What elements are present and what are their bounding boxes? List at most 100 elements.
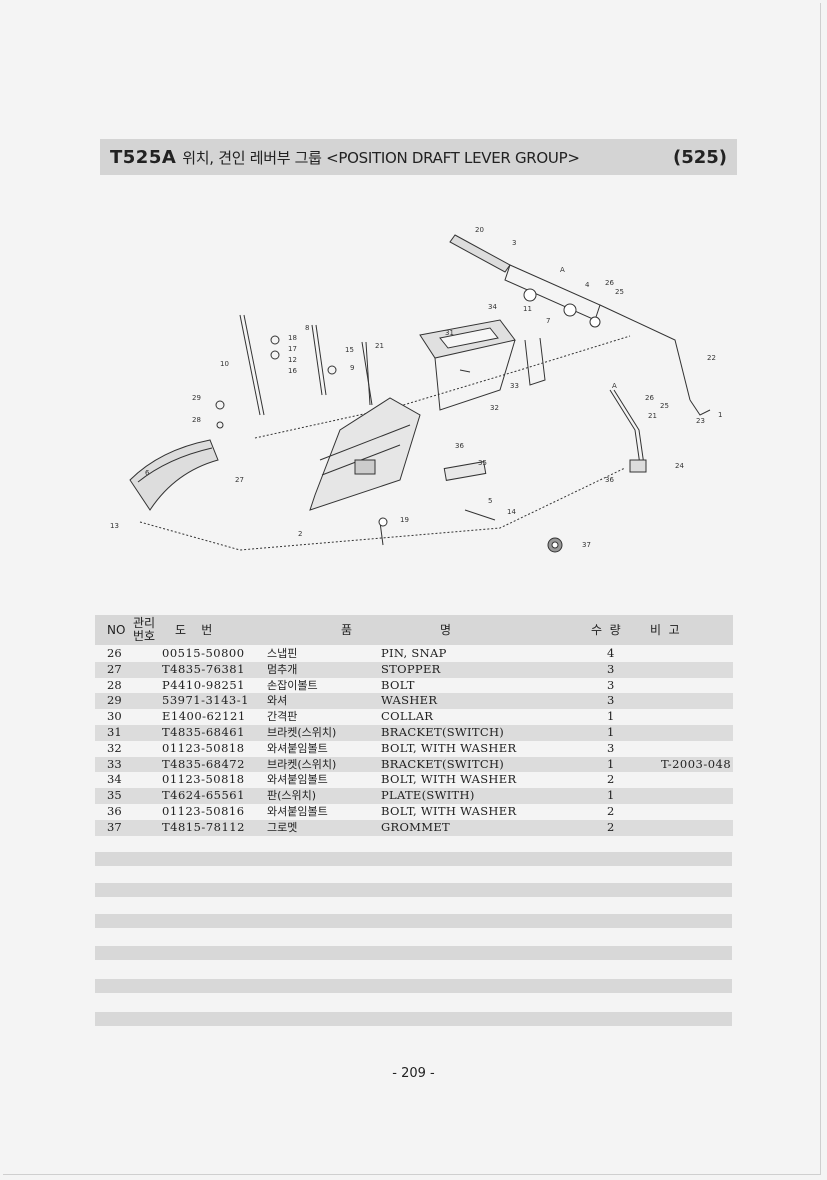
row-no: 36 bbox=[107, 803, 122, 818]
col-qty: 수 량 bbox=[591, 623, 621, 637]
row-qty: 2 bbox=[607, 803, 615, 818]
callout-label: 29 bbox=[192, 394, 201, 402]
callout-label: 18 bbox=[288, 334, 297, 342]
callout-label: 10 bbox=[220, 360, 229, 368]
empty-row-band bbox=[95, 852, 732, 866]
callout-label: 25 bbox=[615, 288, 624, 296]
row-no: 33 bbox=[107, 756, 122, 771]
row-qty: 4 bbox=[607, 646, 615, 660]
row-kr: 브라켓(스위치) bbox=[267, 757, 337, 771]
row-en: PIN, SNAP bbox=[381, 646, 447, 660]
callout-label: 36 bbox=[605, 476, 614, 484]
table-row: 36 01123-50816 와셔붙임볼트 BOLT, WITH WASHER … bbox=[95, 804, 733, 820]
empty-row-band bbox=[95, 946, 732, 960]
row-part: T4624-65561 bbox=[162, 788, 245, 803]
row-part: 01123-50818 bbox=[162, 772, 245, 787]
callout-label: 35 bbox=[478, 459, 487, 467]
row-part: T4835-76381 bbox=[162, 661, 245, 676]
row-kr: 손잡이볼트 bbox=[267, 678, 318, 692]
row-kr: 브라켓(스위치) bbox=[267, 725, 337, 739]
callout-label: 37 bbox=[582, 541, 591, 549]
row-no: 30 bbox=[107, 709, 122, 724]
row-en: PLATE(SWITH) bbox=[381, 788, 475, 803]
row-no: 31 bbox=[107, 724, 122, 739]
callout-label: 12 bbox=[288, 356, 297, 364]
callout-label: A bbox=[612, 382, 617, 390]
table-row: 37 T4815-78112 그로멧 GROMMET 2 bbox=[95, 819, 733, 836]
table-row: 31 T4835-68461 브라켓(스위치) BRACKET(SWITCH) … bbox=[95, 724, 733, 741]
callout-label: 23 bbox=[696, 417, 705, 425]
table-row: 33 T4835-68472 브라켓(스위치) BRACKET(SWITCH) … bbox=[95, 756, 733, 773]
callout-label: 21 bbox=[375, 342, 384, 350]
row-kr: 와셔붙임볼트 bbox=[267, 741, 328, 755]
callout-label: 4 bbox=[585, 281, 590, 289]
row-en: BOLT, WITH WASHER bbox=[381, 740, 517, 755]
row-qty: 1 bbox=[607, 724, 615, 739]
row-qty: 1 bbox=[607, 788, 615, 803]
row-part: 53971-3143-1 bbox=[162, 693, 249, 708]
callout-label: 22 bbox=[707, 354, 716, 362]
callout-label: 26 bbox=[605, 279, 614, 287]
row-part: E1400-62121 bbox=[162, 709, 246, 724]
row-part: P4410-98251 bbox=[162, 677, 245, 692]
row-no: 35 bbox=[107, 788, 122, 803]
row-no: 26 bbox=[107, 646, 122, 660]
row-qty: 3 bbox=[607, 693, 615, 708]
col-remark: 비 고 bbox=[650, 623, 680, 637]
row-en: COLLAR bbox=[381, 709, 434, 724]
callout-label: 7 bbox=[546, 317, 550, 325]
callout-label: 24 bbox=[675, 462, 684, 470]
page-border bbox=[3, 3, 821, 1175]
table-row: 29 53971-3143-1 와셔 WASHER 3 bbox=[95, 693, 733, 710]
empty-row-band bbox=[95, 883, 732, 897]
callout-label: 26 bbox=[645, 394, 654, 402]
callout-label: 6 bbox=[145, 469, 150, 477]
group-title: 위치, 견인 레버부 그룹 <POSITION DRAFT LEVER GROU… bbox=[182, 148, 580, 167]
row-kr: 그로멧 bbox=[267, 820, 298, 834]
col-name-a: 품 bbox=[341, 623, 353, 637]
table-row: 30 E1400-62121 간격판 COLLAR 1 bbox=[95, 709, 733, 725]
callout-label: 16 bbox=[288, 367, 297, 375]
callout-label: 31 bbox=[445, 329, 454, 337]
callout-label: 21 bbox=[648, 412, 657, 420]
table-row: 34 01123-50818 와셔붙임볼트 BOLT, WITH WASHER … bbox=[95, 772, 733, 788]
col-mgmt-top: 관리 bbox=[133, 616, 156, 630]
empty-row-band bbox=[95, 1012, 732, 1026]
callout-label: 13 bbox=[110, 522, 119, 530]
callout-label: 2 bbox=[298, 530, 302, 538]
table-row: 27 T4835-76381 멈추개 STOPPER 3 bbox=[95, 661, 733, 678]
parts-table: 26 00515-50800 스냅핀 PIN, SNAP 4 27 T4835-… bbox=[95, 646, 733, 836]
row-part: 00515-50800 bbox=[162, 646, 245, 660]
callout-label: 27 bbox=[235, 476, 244, 484]
table-header: NO 관리 번호 도 번 품 명 수 량 비 고 bbox=[95, 615, 733, 645]
row-kr: 판(스위치) bbox=[267, 789, 317, 803]
callout-label: 36 bbox=[455, 442, 464, 450]
row-kr: 간격판 bbox=[267, 710, 298, 724]
row-kr: 스냅핀 bbox=[267, 647, 298, 660]
row-en: BOLT bbox=[381, 677, 415, 692]
row-qty: 2 bbox=[607, 819, 615, 834]
callout-label: 17 bbox=[288, 345, 297, 353]
row-en: BOLT, WITH WASHER bbox=[381, 772, 517, 787]
callout-label: 14 bbox=[507, 508, 516, 516]
callout-label: 19 bbox=[400, 516, 409, 524]
row-no: 29 bbox=[107, 693, 122, 708]
exploded-parts-diagram: 20 3 4 26 25 34 11 7 31 22 10 8 18 17 12… bbox=[110, 226, 722, 553]
col-mgmt-bottom: 번호 bbox=[133, 629, 156, 643]
callout-label: 15 bbox=[345, 346, 354, 354]
callout-label: 32 bbox=[490, 404, 499, 412]
group-number: (525) bbox=[672, 146, 727, 168]
empty-row-band bbox=[95, 914, 732, 928]
callout-label: 11 bbox=[523, 305, 532, 313]
row-en: WASHER bbox=[381, 693, 438, 708]
col-drawing: 도 번 bbox=[175, 623, 213, 637]
callout-label: 20 bbox=[475, 226, 484, 234]
row-qty: 1 bbox=[607, 709, 615, 724]
row-kr: 와셔붙임볼트 bbox=[267, 773, 328, 787]
row-part: 01123-50818 bbox=[162, 740, 245, 755]
table-row: 35 T4624-65561 판(스위치) PLATE(SWITH) 1 bbox=[95, 788, 733, 804]
row-part: T4835-68472 bbox=[162, 756, 245, 771]
callout-label: A bbox=[560, 266, 565, 274]
row-no: 28 bbox=[107, 677, 122, 692]
col-mgmt: 관리 번호 bbox=[133, 617, 155, 643]
